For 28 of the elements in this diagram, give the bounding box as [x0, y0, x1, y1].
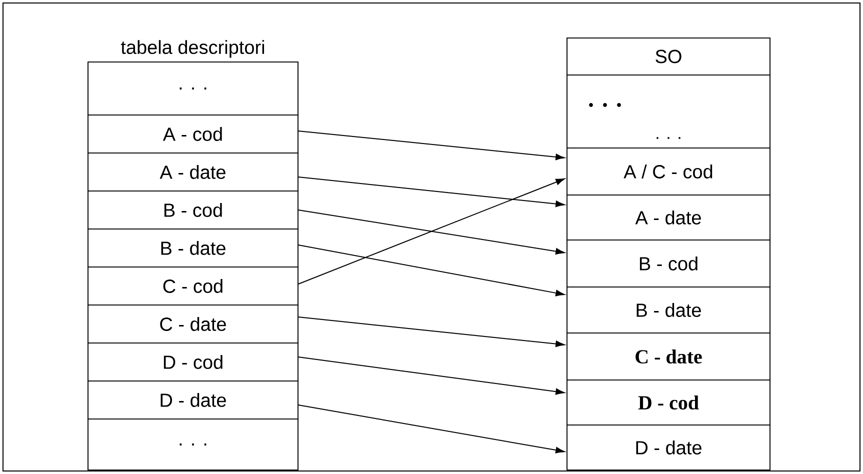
table-row: C - cod	[88, 266, 298, 306]
table-row: B - cod	[566, 240, 770, 288]
arrow	[298, 130, 565, 160]
table-row: C - date	[88, 304, 298, 344]
table-row: D - date	[566, 424, 770, 470]
table-row: A / C - cod	[566, 148, 770, 196]
table-row: . . .	[88, 62, 298, 116]
table-row: D - cod	[88, 342, 298, 382]
table-row: SO	[566, 38, 770, 76]
arrow	[298, 316, 565, 348]
table-row: C - date	[566, 332, 770, 380]
arrow	[298, 178, 565, 284]
table-row: B - date	[566, 286, 770, 334]
table-row: D - date	[88, 380, 298, 420]
table-row: . . .	[88, 418, 298, 470]
table-row: B - cod	[88, 190, 298, 230]
table-row: . . . . . .	[566, 74, 770, 148]
table-title: tabela descriptori	[120, 40, 264, 58]
arrow	[298, 404, 565, 454]
arrow	[298, 176, 565, 208]
arrow	[298, 244, 565, 296]
table-row: A - cod	[88, 114, 298, 154]
table-row: B - date	[88, 228, 298, 268]
arrow	[298, 356, 565, 395]
table-row: A - date	[88, 152, 298, 192]
table-row: D - cod	[566, 380, 770, 426]
table-row: A - date	[566, 194, 770, 240]
arrow	[298, 210, 565, 254]
